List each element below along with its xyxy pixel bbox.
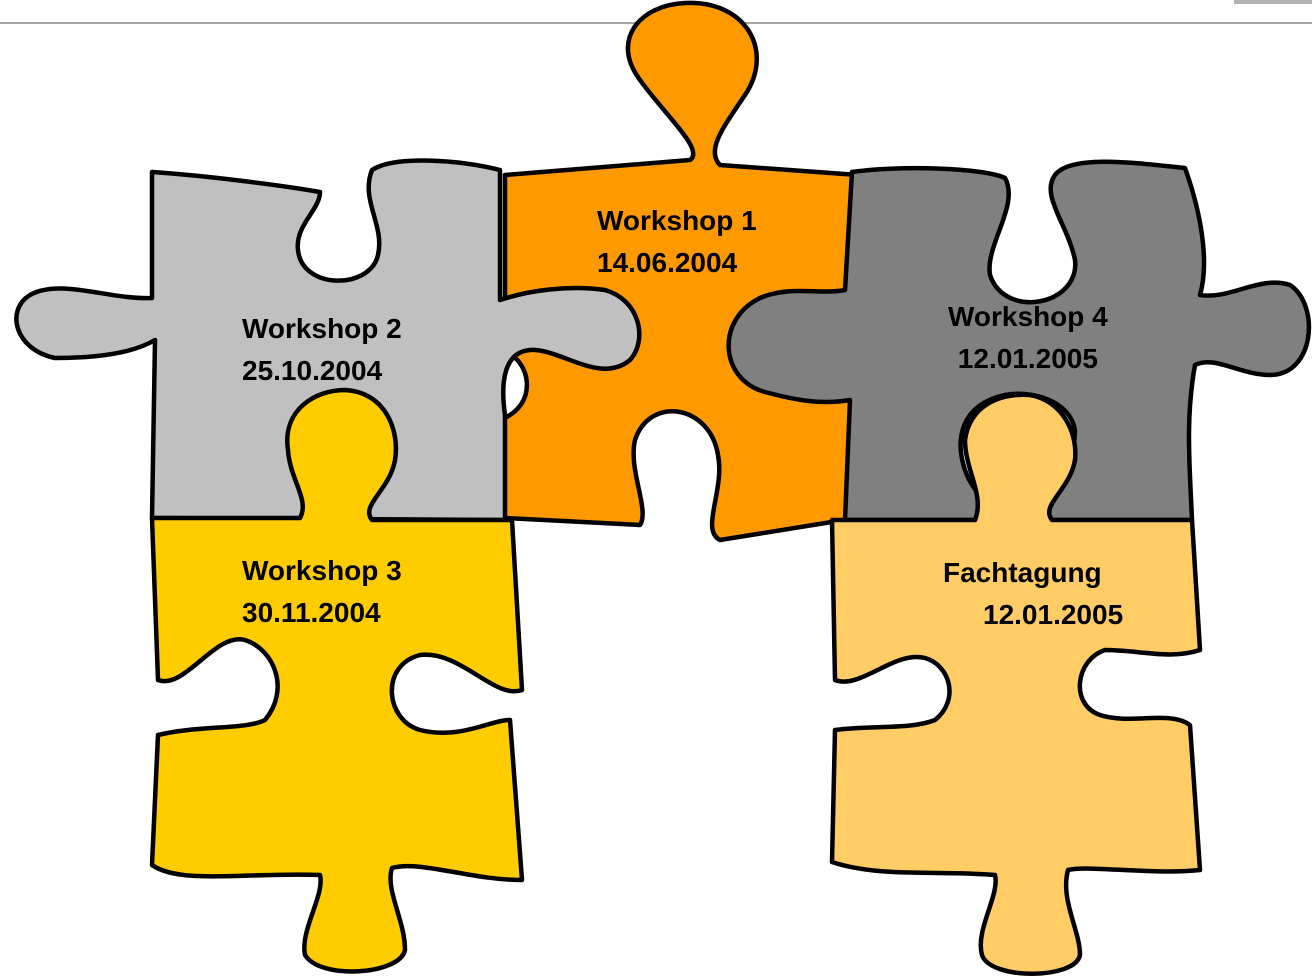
workshop-3-date: 30.11.2004 bbox=[242, 597, 381, 628]
piece-fachtagung bbox=[829, 392, 1203, 976]
workshop-1-label: Workshop 1 14.06.2004 bbox=[597, 200, 757, 284]
workshop-2-title: Workshop 2 bbox=[242, 313, 402, 344]
workshop-4-title: Workshop 4 bbox=[948, 301, 1108, 332]
workshop-3-label: Workshop 3 30.11.2004 bbox=[242, 550, 402, 634]
fachtagung-label: Fachtagung 12.01.2005 bbox=[943, 552, 1123, 636]
workshop-4-date: 12.01.2005 bbox=[957, 343, 1098, 374]
workshop-1-date: 14.06.2004 bbox=[597, 247, 738, 278]
workshop-2-label: Workshop 2 25.10.2004 bbox=[242, 308, 402, 392]
workshop-3-title: Workshop 3 bbox=[242, 555, 402, 586]
fachtagung-title: Fachtagung bbox=[943, 557, 1102, 588]
workshop-4-label: Workshop 4 12.01.2005 bbox=[948, 296, 1108, 380]
piece-workshop-2 bbox=[14, 158, 642, 523]
corner-mark bbox=[1234, 0, 1312, 4]
fachtagung-date: 12.01.2005 bbox=[983, 599, 1124, 630]
piece-workshop-3 bbox=[149, 387, 525, 974]
workshop-2-date: 25.10.2004 bbox=[242, 355, 383, 386]
piece-workshop-4 bbox=[726, 159, 1312, 523]
workshop-1-title: Workshop 1 bbox=[597, 205, 757, 236]
